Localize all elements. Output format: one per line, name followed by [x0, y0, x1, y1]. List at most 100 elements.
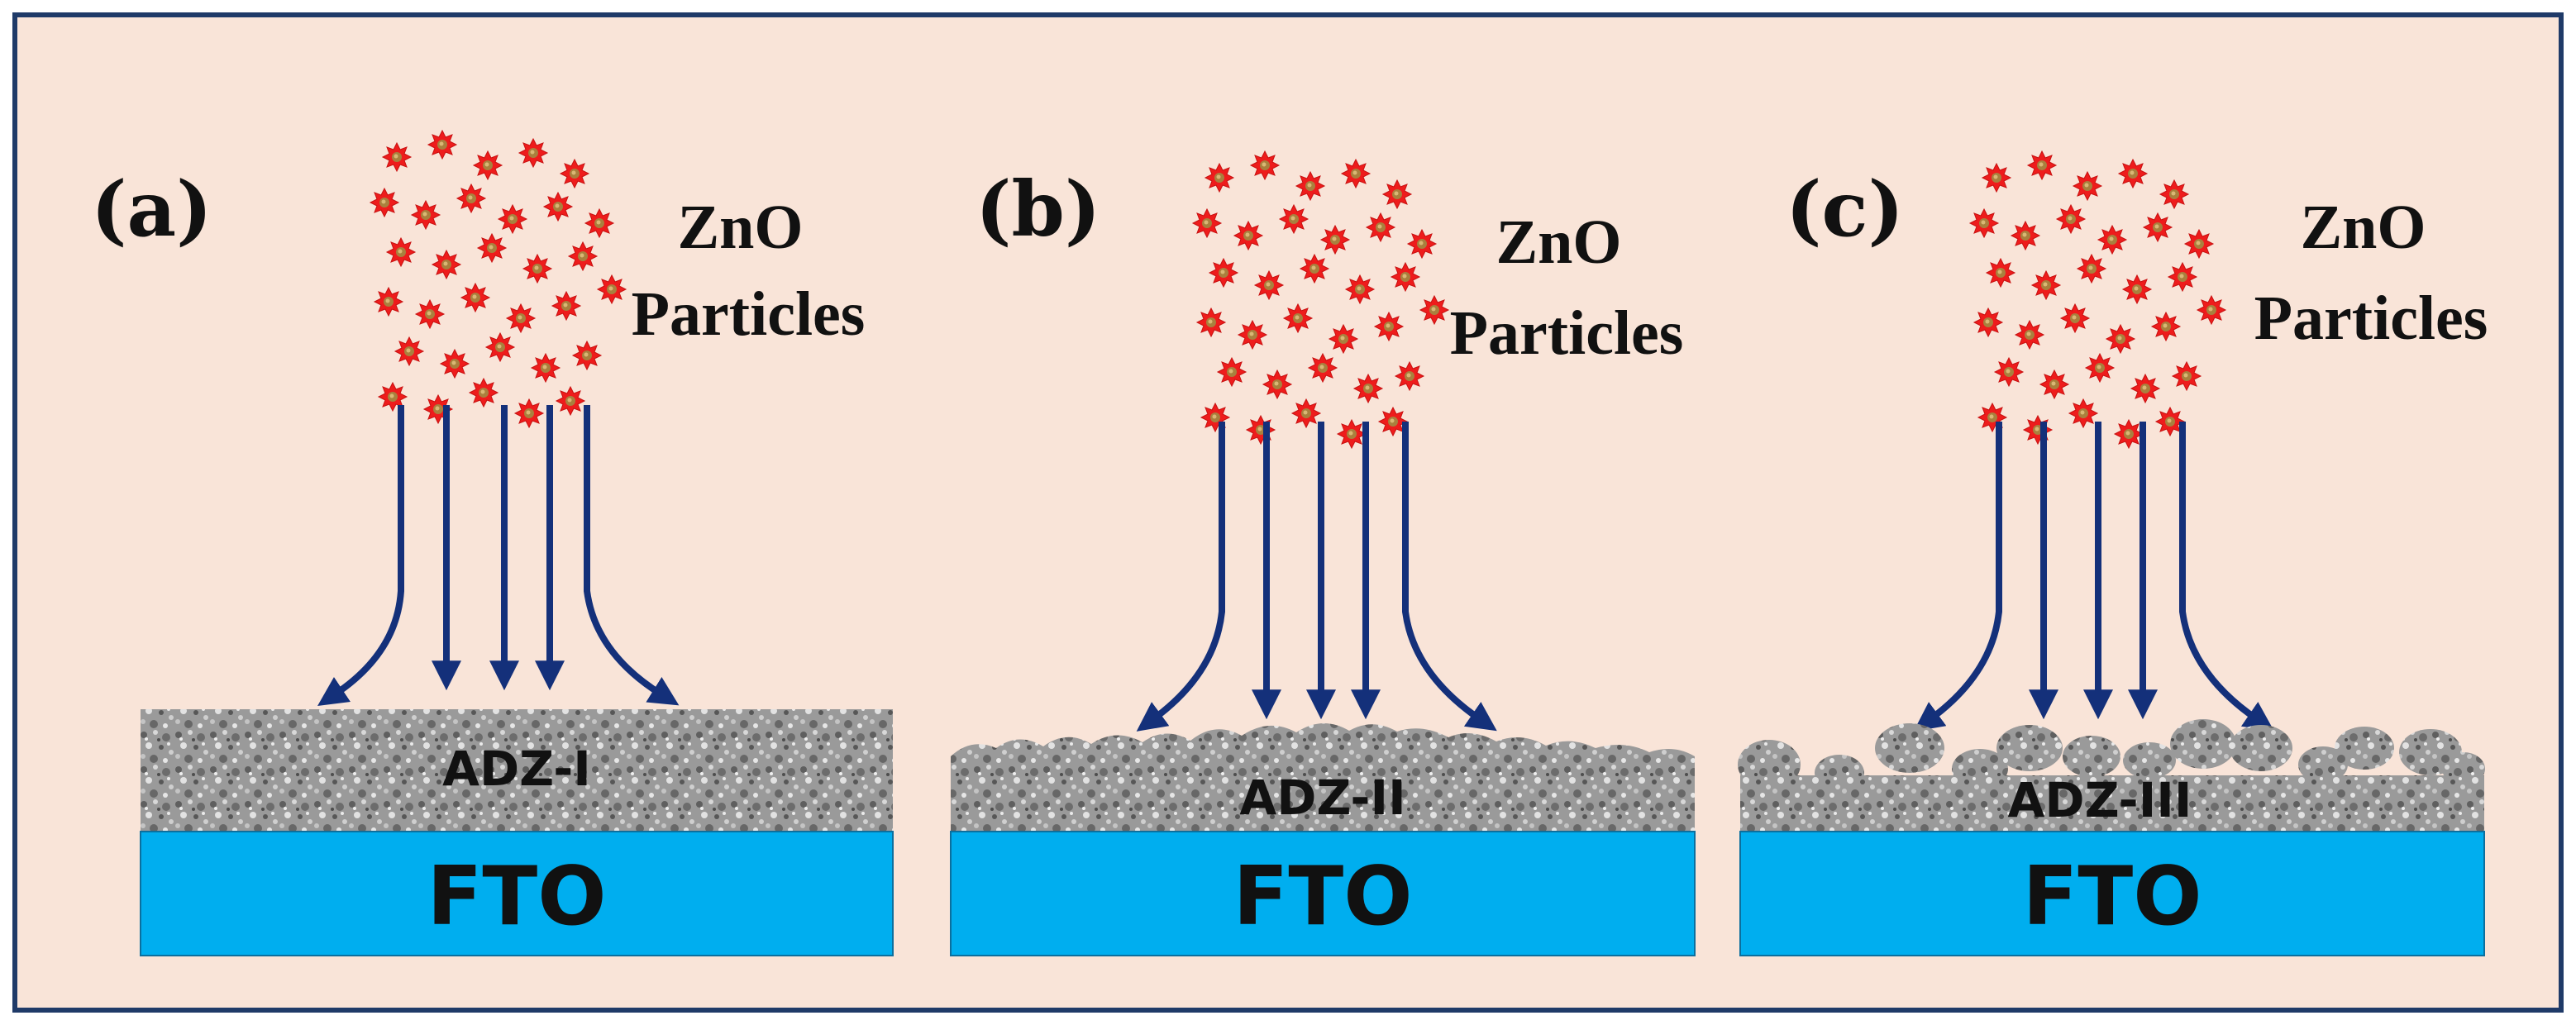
zno-particle	[2015, 320, 2044, 350]
zno-particle	[1969, 208, 1999, 238]
zno-particle	[1254, 270, 1284, 300]
zno-particle	[460, 283, 490, 312]
zno-label-line1: ZnO	[2300, 193, 2426, 262]
zno-particle	[2085, 353, 2115, 383]
zno-particle	[1391, 262, 1420, 292]
zno-particle	[485, 332, 515, 362]
zno-particle	[2122, 274, 2152, 304]
flow-arrows	[1913, 422, 2274, 732]
zno-particle	[2172, 361, 2202, 391]
flow-arrow	[1913, 422, 2002, 732]
zno-label-line1: ZnO	[1496, 207, 1621, 277]
zno-particle	[432, 250, 461, 279]
flow-arrows	[317, 405, 680, 706]
zno-film-layer	[951, 722, 1695, 832]
zno-particle	[2068, 398, 2098, 428]
flow-arrows	[1136, 422, 1497, 732]
panel-label: (c)	[1786, 164, 1904, 254]
zno-particle	[456, 184, 486, 213]
zno-particle	[2073, 171, 2102, 201]
zno-particle	[2118, 159, 2148, 188]
zno-particle	[382, 142, 412, 172]
flow-arrow	[584, 405, 680, 706]
zno-particle	[1982, 163, 2011, 193]
zno-particle	[374, 287, 403, 317]
zno-particle	[1250, 150, 1280, 180]
zno-particle	[531, 353, 561, 383]
zno-particle	[2077, 254, 2106, 284]
zno-particle	[1246, 415, 1276, 445]
zno-particle	[1994, 357, 2024, 387]
zno-particle	[1295, 171, 1325, 201]
zno-particle	[1407, 229, 1437, 259]
zno-particle	[1300, 254, 1329, 284]
zno-particle	[514, 398, 544, 428]
fto-label: FTO	[1233, 850, 1412, 944]
zno-particle	[2060, 303, 2090, 333]
flow-arrow	[1136, 422, 1225, 732]
flow-arrow	[317, 405, 404, 706]
zno-label: ZnO Particles	[632, 193, 866, 349]
zno-particle	[2151, 312, 2181, 341]
zno-particle	[1353, 374, 1383, 403]
zno-label: ZnO Particles	[2254, 193, 2488, 353]
zno-particle	[2023, 415, 2053, 445]
zno-particle	[522, 254, 552, 284]
fto-label: FTO	[2022, 850, 2202, 944]
zno-particle	[2159, 179, 2189, 209]
zno-particle	[1382, 179, 1412, 209]
zno-particle	[2097, 225, 2127, 255]
zno-particle	[427, 130, 457, 160]
zno-particle	[473, 150, 503, 180]
zno-particle	[584, 208, 614, 238]
zno-label-line2: Particles	[632, 279, 866, 349]
zno-particle	[543, 192, 573, 222]
zno-particle	[1986, 258, 2015, 288]
zno-particle	[1345, 274, 1375, 304]
zno-particle	[1374, 312, 1404, 341]
zno-label-line1: ZnO	[677, 193, 803, 262]
zno-particle	[1192, 208, 1222, 238]
zno-particle	[2027, 150, 2057, 180]
zno-particle	[2197, 295, 2226, 325]
zno-particle	[2184, 229, 2214, 259]
zno-particle	[556, 386, 585, 416]
panel-c: (c) ZnO Particles	[1738, 150, 2488, 956]
panel-label: (a)	[91, 164, 212, 254]
zno-particle	[1320, 225, 1350, 255]
zno-particle	[1238, 320, 1267, 350]
zno-particle	[440, 349, 470, 379]
panel-label: (b)	[976, 164, 1100, 254]
zno-particle	[1262, 369, 1292, 399]
zno-particle	[2056, 204, 2086, 234]
zno-particle	[1283, 303, 1313, 333]
zno-particle	[2106, 324, 2135, 354]
zno-particle	[411, 200, 441, 230]
zno-particle	[498, 204, 527, 234]
zno-film-layer	[1738, 719, 2485, 832]
zno-particle	[560, 159, 589, 188]
zno-particle	[597, 274, 627, 304]
zno-particle	[506, 303, 536, 333]
zno-label: ZnO Particles	[1450, 207, 1684, 368]
zno-particle	[2143, 212, 2173, 242]
zno-particle	[1395, 361, 1424, 391]
zno-particle	[1419, 295, 1449, 325]
zno-particle	[415, 299, 445, 329]
zno-particle	[394, 336, 424, 366]
fto-substrate	[1739, 831, 2485, 956]
zno-particle	[386, 237, 416, 267]
zno-particle	[1217, 357, 1247, 387]
zno-particle	[572, 341, 602, 370]
zno-particle	[1279, 204, 1309, 234]
zno-label-line2: Particles	[1450, 298, 1684, 368]
zno-particle	[1308, 353, 1338, 383]
zno-particle	[1366, 212, 1395, 242]
zno-particle	[1291, 398, 1321, 428]
zno-particle	[551, 291, 581, 321]
zno-particle	[2011, 221, 2040, 250]
flow-arrow	[2179, 422, 2274, 732]
zno-particle	[2114, 419, 2144, 449]
zno-particle	[1233, 221, 1263, 250]
